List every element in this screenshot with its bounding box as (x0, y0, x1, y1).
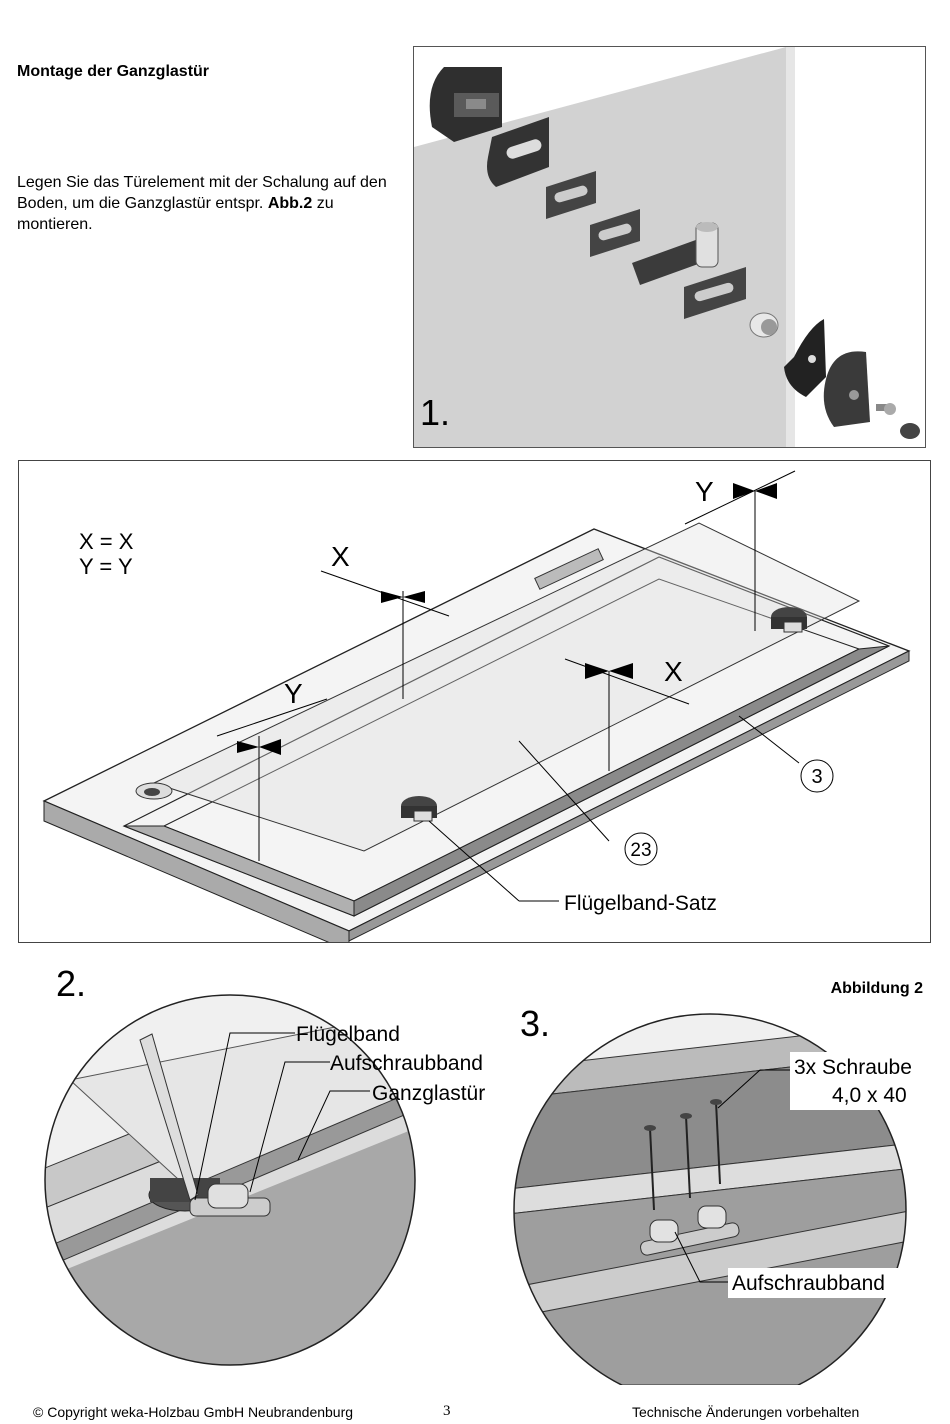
gasket-2 (590, 209, 640, 257)
hinge-leaf (632, 222, 719, 285)
step-1-number: 1. (420, 392, 450, 433)
clamp-plate-2 (784, 319, 826, 397)
label-aufschraubband: Aufschraubband (330, 1052, 483, 1075)
figure-door-assembly: X = X Y = Y X X Y Y 3 23 Flügelband-Satz (18, 460, 931, 943)
intro-text: Legen Sie das Türelement mit der Schalun… (17, 174, 387, 212)
detail-circle-2-border (44, 994, 416, 1366)
figure-2-hinge-marking: 2. Flügelband Aufschraubband Ganzglastür (44, 963, 485, 1366)
figure-1-exploded-hinge: 1. (413, 46, 926, 448)
clamp-plate-1 (487, 117, 549, 187)
callout-23-label: 23 (630, 840, 651, 861)
equation-y: Y = Y (79, 554, 133, 579)
clamp-cover-top (429, 67, 502, 142)
figure-3-screw-mounting: 3. 3x Schraube 4,0 x 40 Aufschraubband (513, 1003, 928, 1385)
dim-x-lower: X (664, 656, 683, 687)
callout-hinge-set: Flügelband-Satz (564, 892, 717, 915)
step-3-number: 3. (520, 1003, 550, 1044)
figure-caption: Abbildung 2 (830, 980, 923, 997)
label-fluegelband: Flügelband (296, 1023, 400, 1046)
dim-y-left: Y (284, 678, 303, 709)
bushing (749, 312, 779, 338)
label-screws-count: 3x Schraube (794, 1056, 912, 1079)
part-label-background (728, 1268, 908, 1298)
screw (876, 403, 896, 415)
callout-3-label: 3 (811, 766, 822, 788)
clamp-cover-bottom (823, 351, 870, 427)
door-panel-edge (43, 800, 350, 942)
intro-paragraph: Legen Sie das Türelement mit der Schalun… (17, 172, 402, 235)
footer-copyright: © Copyright weka-Holzbau GmbH Neubranden… (33, 1404, 354, 1420)
cap (900, 423, 920, 439)
frame-side (123, 825, 355, 917)
screw-label-background (790, 1052, 928, 1110)
detail-circle-2 (45, 995, 415, 1365)
dim-x-upper: X (331, 541, 350, 572)
door-panel-edge-right (348, 650, 910, 942)
lock-plate (534, 548, 604, 590)
door-assembly-illustration: X = X Y = Y X X Y Y 3 23 Flügelband-Satz (42, 470, 911, 942)
footer-notice: Technische Änderungen vorbehalten (632, 1404, 860, 1420)
gasket-3 (684, 267, 746, 319)
exploded-hinge-illustration: 1. (414, 47, 920, 447)
glass-door (152, 522, 861, 852)
step-2-leader-lines (194, 1032, 370, 1201)
page-title: Montage der Ganzglastür (17, 63, 210, 80)
equation-x: X = X (79, 529, 134, 554)
screw-leader-line (717, 1069, 790, 1109)
footer-page-number: 3 (443, 1403, 451, 1419)
figure-reference: Abb.2 (267, 195, 313, 212)
gasket-1 (546, 171, 596, 219)
label-aufschraubband-3: Aufschraubband (732, 1272, 885, 1295)
dim-y-right: Y (695, 476, 714, 507)
callout-3-circle (800, 759, 834, 793)
dimension-arrows (237, 483, 777, 755)
hinge-set-lower (401, 796, 437, 822)
intro-text-end: zu montieren. (17, 195, 334, 233)
hinge-set-upper (771, 607, 807, 633)
glass-edge (786, 47, 795, 447)
label-ganzglastuer: Ganzglastür (372, 1082, 485, 1105)
part-leader-line (674, 1231, 728, 1283)
step-2-number: 2. (56, 963, 86, 1004)
detail-circle-3-border (513, 1013, 907, 1385)
label-screws-size: 4,0 x 40 (832, 1084, 907, 1107)
callout-23-circle (624, 832, 658, 866)
